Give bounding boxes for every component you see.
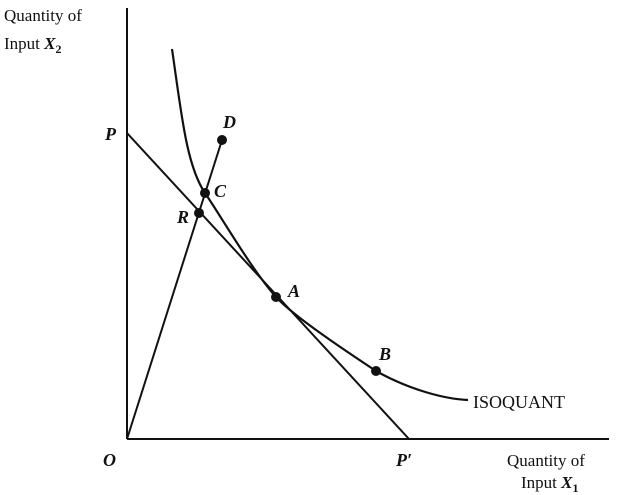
point-a-label: A — [287, 281, 300, 301]
x-axis-label-line1: Quantity of — [507, 451, 585, 470]
point-a — [271, 292, 281, 302]
ray-end-label: D — [222, 112, 236, 132]
point-r — [194, 208, 204, 218]
point-r-label: R — [176, 207, 189, 227]
budget-line-end-label: P′ — [395, 450, 412, 470]
point-c — [200, 188, 210, 198]
budget-line-start-label: P — [104, 124, 117, 144]
point-b — [371, 366, 381, 376]
point-b-label: B — [378, 344, 391, 364]
isoquant-label: ISOQUANT — [473, 392, 565, 412]
origin-label: O — [103, 450, 116, 470]
isoquant-curve — [170, 48, 469, 402]
y-axis-label-line1: Quantity of — [4, 6, 82, 25]
point-c-label: C — [214, 181, 227, 201]
y-axis-label-line2: Input X2 — [4, 34, 61, 56]
point-d — [217, 135, 227, 145]
x-axis-label-line2: Input X1 — [521, 473, 578, 495]
